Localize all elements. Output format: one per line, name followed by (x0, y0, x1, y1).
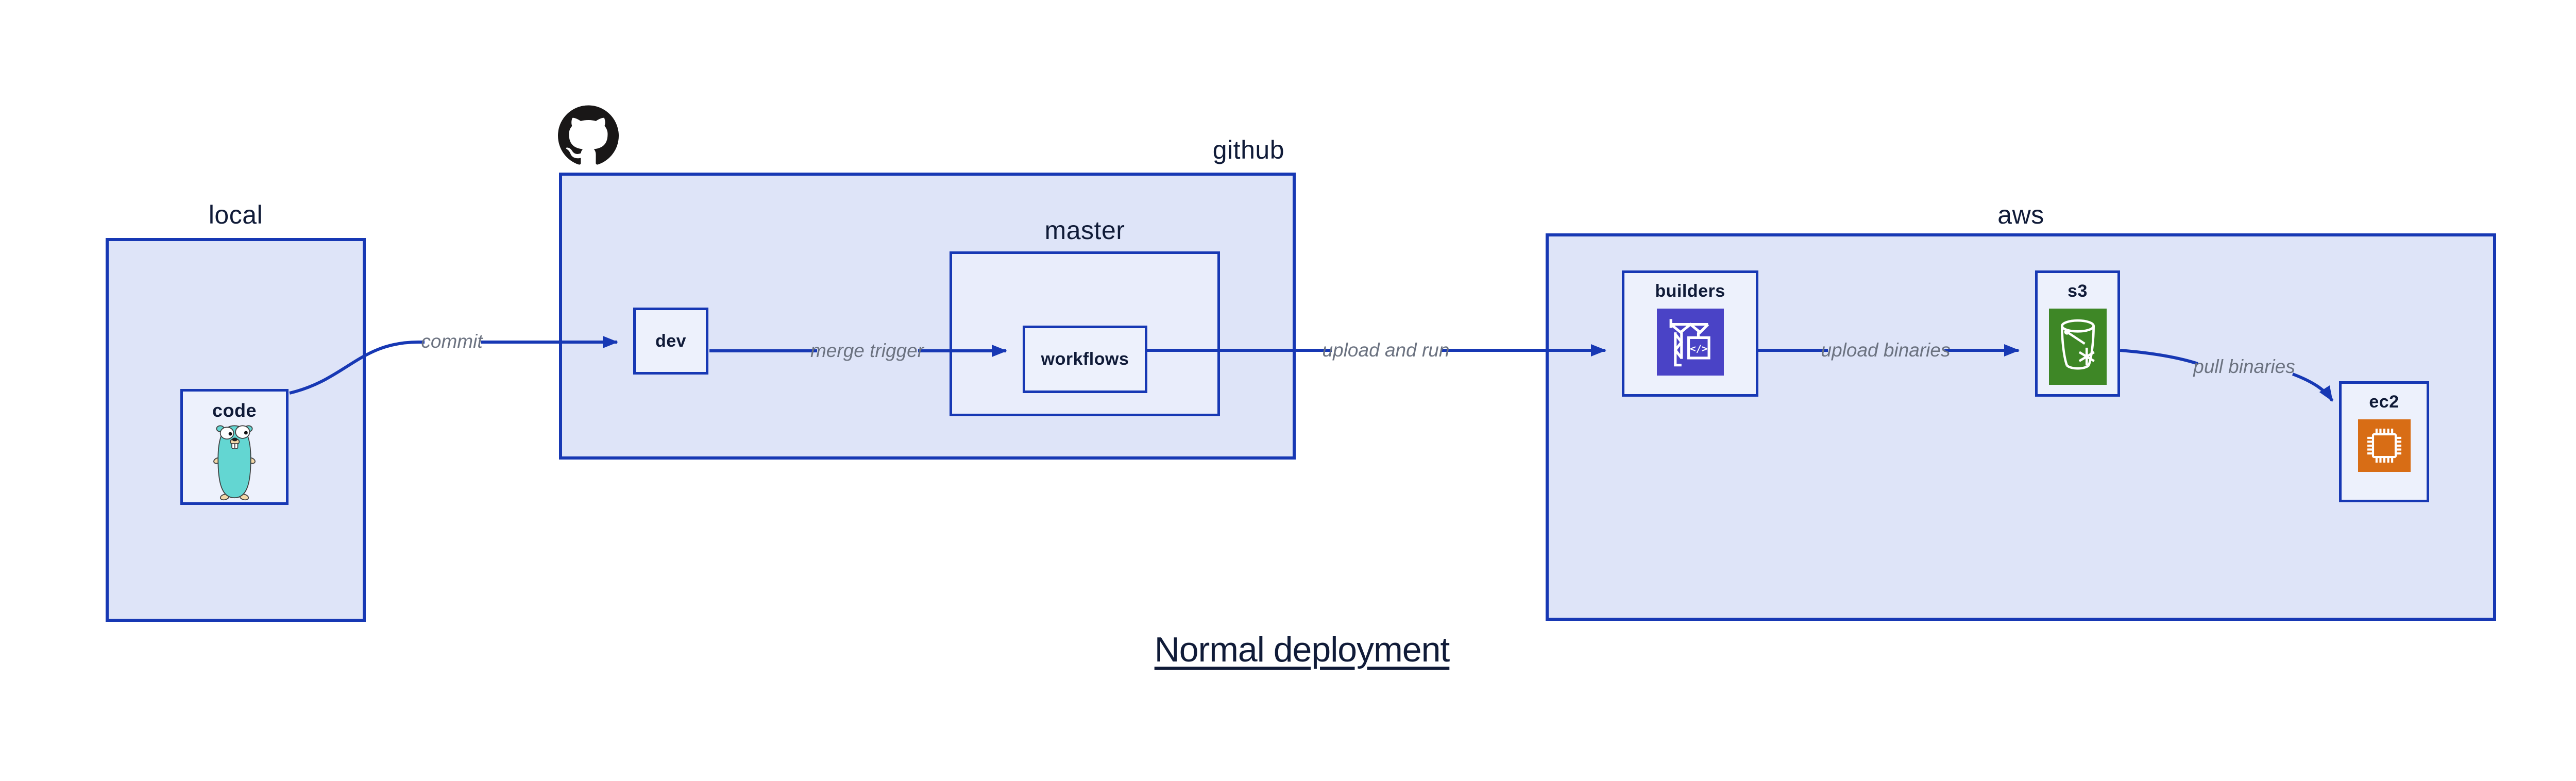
diagram-title: Normal deployment (1154, 630, 1450, 669)
github-octocat-logo-icon (558, 105, 619, 165)
s3-node-label: s3 (2067, 281, 2088, 301)
s3-node: s3 (2035, 270, 2120, 397)
workflows-node-label: workflows (1041, 349, 1129, 369)
master-subgroup-label: master (1044, 216, 1125, 245)
workflows-node: workflows (1023, 326, 1147, 393)
edge-label-pull-binaries: pull binaries (2193, 356, 2295, 377)
ec2-node: ec2 (2339, 381, 2429, 502)
builders-node: builders </> (1622, 270, 1758, 397)
svg-text:</>: </> (1690, 343, 1707, 354)
builders-node-label: builders (1655, 281, 1725, 301)
edge-label-merge-trigger: merge trigger (810, 340, 924, 361)
go-gopher-icon (212, 423, 257, 501)
code-node-label: code (212, 400, 257, 421)
local-group-label: local (208, 200, 263, 229)
github-group-label: github (1212, 135, 1284, 164)
edge-label-upload-binaries: upload binaries (1821, 339, 1951, 361)
dev-node: dev (633, 308, 708, 375)
aws-group-label: aws (1997, 200, 2044, 229)
edge-label-commit: commit (421, 331, 483, 352)
edge-label-upload-and-run: upload and run (1322, 339, 1450, 361)
s3-glacier-bucket-icon (2048, 309, 2107, 385)
ec2-node-label: ec2 (2369, 392, 2399, 412)
ec2-chip-icon (2358, 419, 2411, 472)
codebuild-crane-icon: </> (1656, 309, 1724, 376)
dev-node-label: dev (655, 331, 687, 351)
code-node: code (180, 389, 289, 505)
